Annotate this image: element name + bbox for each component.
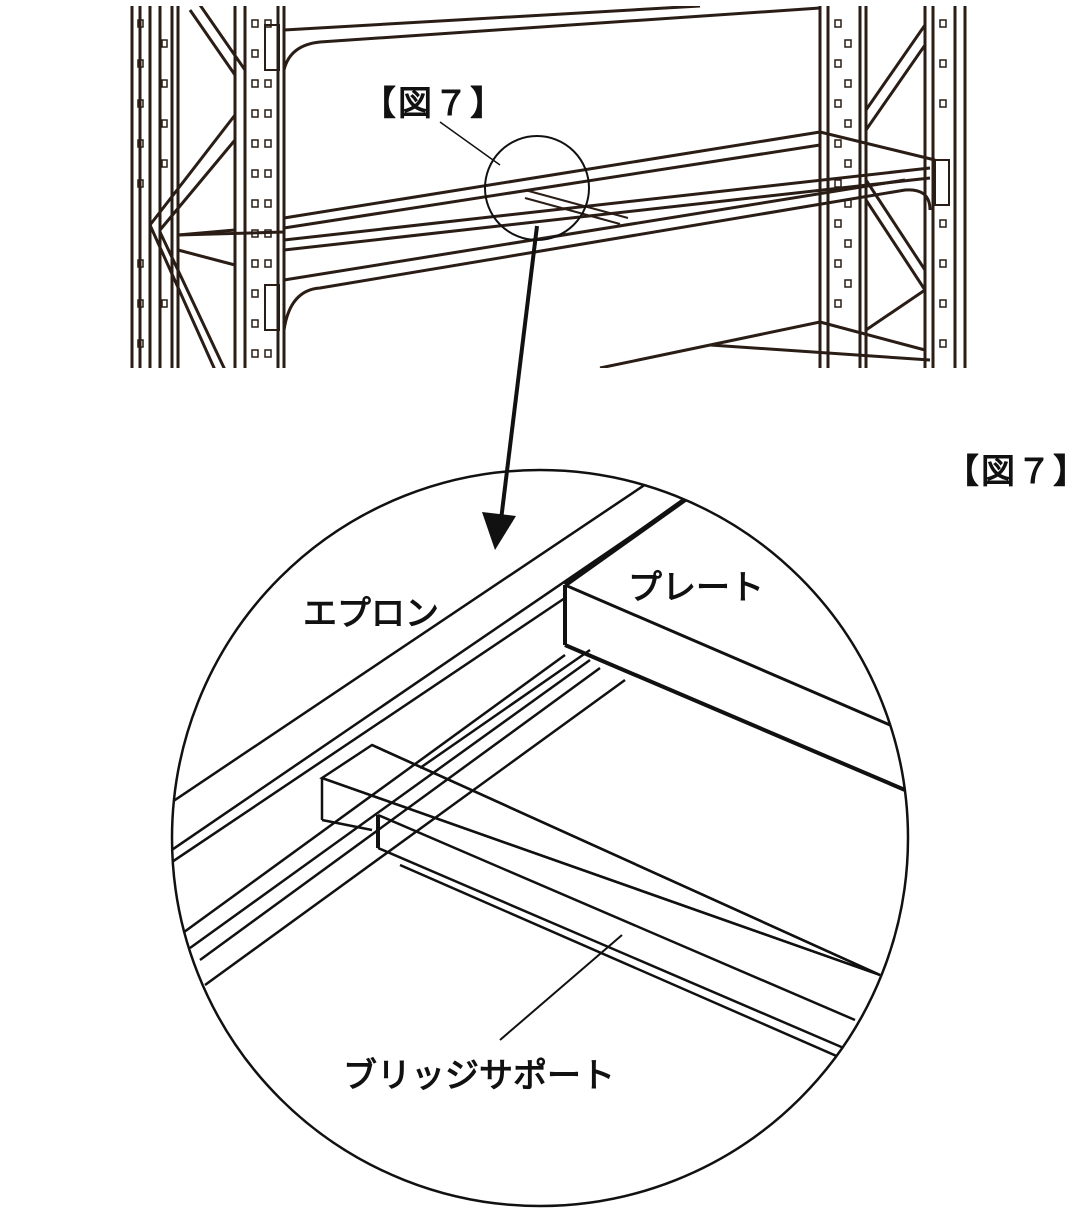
left-upright xyxy=(130,6,286,368)
top-beam xyxy=(282,6,821,71)
figure-label-side: 【図７】 xyxy=(945,452,1080,492)
figure-label-top: 【図７】 xyxy=(362,84,506,124)
detail-view xyxy=(172,476,906,1077)
callout-leader xyxy=(439,121,501,166)
label-bridge-support: ブリッジサポート xyxy=(343,1056,615,1096)
middle-beam-frame xyxy=(177,130,936,331)
label-apron: エプロン xyxy=(303,594,439,634)
zoom-arrow-shaft xyxy=(499,225,539,521)
label-plate: プレート xyxy=(628,568,764,608)
lower-shelf xyxy=(599,320,931,368)
bridge-support-leader xyxy=(499,934,623,1041)
detail-circle xyxy=(170,468,910,1208)
zoom-arrow-head xyxy=(482,512,516,550)
rack-overview xyxy=(130,6,967,368)
upright-holes xyxy=(137,19,947,358)
